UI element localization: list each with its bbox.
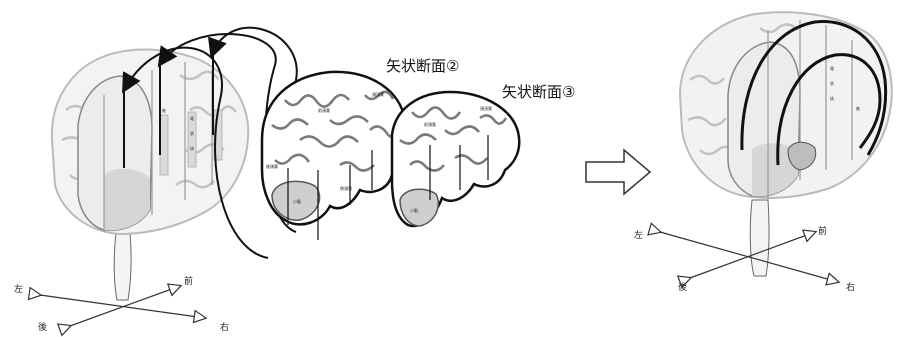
- right-trunk: [749, 199, 770, 277]
- svg-text:前頭葉: 前頭葉: [424, 121, 436, 127]
- right-axis-label-left: 左: [634, 229, 643, 241]
- svg-text:尾: 尾: [190, 115, 194, 121]
- left-tiny-labels: 尾 状 核 被: [162, 107, 194, 151]
- left-axis-label-left: 左: [14, 283, 23, 295]
- svg-text:状: 状: [190, 130, 194, 136]
- left-cut-lines: [123, 55, 214, 168]
- svg-text:頭頂葉: 頭頂葉: [480, 105, 492, 111]
- svg-text:前頭葉: 前頭葉: [318, 107, 330, 113]
- left-axis-label-front: 前: [184, 275, 193, 287]
- right-cerebellum: [787, 141, 817, 171]
- sagittal-3-cerebellum: [399, 188, 440, 227]
- sagittal-3-tiny-labels: 前頭葉 頭頂葉 小脳: [410, 105, 492, 213]
- sagittal-3-gyri: [399, 106, 508, 172]
- svg-text:被: 被: [856, 105, 860, 111]
- sagittal-2-gyri: [271, 90, 402, 172]
- left-axes: [40, 286, 205, 326]
- svg-text:核: 核: [190, 145, 194, 151]
- sagittal-2-label: 矢状断面②: [386, 57, 459, 75]
- svg-text:後頭葉: 後頭葉: [266, 163, 278, 169]
- left-brain-tree: 尾 状 核 被: [50, 48, 250, 301]
- right-axes: [660, 232, 838, 282]
- sagittal-3-cut-lines: [429, 135, 489, 200]
- left-slab-shade: [104, 168, 150, 231]
- svg-text:状: 状: [830, 80, 834, 86]
- right-tiny-labels: 尾 状 核 被: [830, 65, 860, 111]
- right-inserted-sagittal-2: [740, 20, 888, 156]
- right-inserted-sagittal-3: [776, 53, 882, 166]
- sagittal-section-2: 前頭葉 頭頂葉 後頭葉 側頭葉 小脳: [260, 70, 407, 240]
- left-trunk: [113, 231, 132, 301]
- right-slab-shade: [752, 143, 798, 197]
- right-axis-label-back: 後: [678, 281, 687, 293]
- sagittal-3-label: 矢状断面③: [502, 83, 575, 101]
- left-axis-label-back: 後: [38, 321, 47, 333]
- transition-arrow-icon: [585, 148, 652, 196]
- right-axis-label-front: 前: [818, 225, 827, 237]
- svg-text:小脳: 小脳: [293, 198, 301, 204]
- sagittal-section-3: 前頭葉 頭頂葉 小脳: [390, 90, 521, 228]
- svg-text:側頭葉: 側頭葉: [340, 185, 352, 191]
- svg-text:小脳: 小脳: [410, 207, 418, 213]
- svg-text:頭頂葉: 頭頂葉: [372, 91, 384, 97]
- sagittal-2-tiny-labels: 前頭葉 頭頂葉 後頭葉 側頭葉 小脳: [266, 91, 384, 204]
- right-brain-tree: 尾 状 核 被: [678, 11, 893, 277]
- sagittal-2-cut-lines: [287, 150, 373, 240]
- right-axis-label-right: 右: [846, 281, 855, 293]
- svg-text:被: 被: [162, 107, 166, 113]
- left-axis-label-right: 右: [220, 321, 229, 333]
- svg-text:核: 核: [830, 95, 834, 101]
- svg-text:尾: 尾: [830, 65, 834, 71]
